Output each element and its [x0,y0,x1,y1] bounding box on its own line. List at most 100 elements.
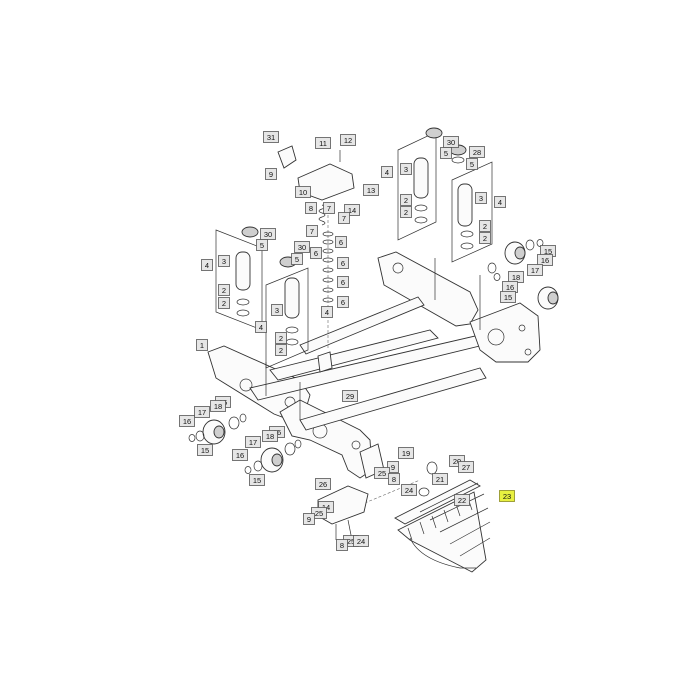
callout-5[interactable]: 5 [256,239,268,251]
callout-8[interactable]: 8 [336,539,348,551]
callout-7[interactable]: 7 [306,225,318,237]
callout-label: 10 [299,188,307,197]
callout-label: 17 [198,408,206,417]
callout-label: 24 [405,486,413,495]
callout-16[interactable]: 16 [179,415,195,427]
callout-4[interactable]: 4 [321,306,333,318]
callout-18[interactable]: 18 [210,400,226,412]
callout-30[interactable]: 30 [294,241,310,253]
callout-3[interactable]: 3 [271,304,283,316]
callout-3[interactable]: 3 [218,255,230,267]
callout-11[interactable]: 11 [315,137,331,149]
callout-15[interactable]: 15 [249,474,265,486]
callout-9[interactable]: 9 [387,461,399,473]
callout-2[interactable]: 2 [400,194,412,206]
callout-12[interactable]: 12 [340,134,356,146]
callout-box [256,239,268,251]
callout-2[interactable]: 2 [218,284,230,296]
callout-box [305,202,317,214]
callout-27[interactable]: 27 [458,461,474,473]
callout-8[interactable]: 8 [388,473,400,485]
callout-box [400,194,412,206]
callout-label: 2 [279,334,283,343]
callout-label: 19 [402,449,410,458]
callout-7[interactable]: 7 [323,202,335,214]
callout-label: 8 [392,475,396,484]
callout-label: 6 [341,298,345,307]
callout-26[interactable]: 26 [315,478,331,490]
callout-30[interactable]: 30 [260,228,276,240]
callout-6[interactable]: 6 [337,276,349,288]
callout-2[interactable]: 2 [275,344,287,356]
callout-23[interactable]: 23 [499,490,515,502]
callout-2[interactable]: 2 [479,232,491,244]
callout-4[interactable]: 4 [255,321,267,333]
callout-5[interactable]: 5 [440,147,452,159]
callout-5[interactable]: 5 [466,158,478,170]
callout-label: 2 [483,234,487,243]
callout-7[interactable]: 7 [338,212,350,224]
callout-6[interactable]: 6 [337,257,349,269]
callout-4[interactable]: 4 [381,166,393,178]
callout-2[interactable]: 2 [400,206,412,218]
callout-box [400,163,412,175]
callout-box [311,507,327,519]
callout-24[interactable]: 24 [401,484,417,496]
callout-14[interactable]: 14 [344,204,360,216]
callout-9[interactable]: 9 [303,513,315,525]
callout-label: 15 [253,476,261,485]
callout-6[interactable]: 6 [337,296,349,308]
callout-box [494,196,506,208]
callout-15[interactable]: 15 [197,444,213,456]
callout-label: 29 [346,392,354,401]
callout-30[interactable]: 30 [443,136,459,148]
callout-31[interactable]: 31 [263,131,279,143]
callout-box [500,291,516,303]
callout-5[interactable]: 5 [291,253,303,265]
callout-box [291,253,303,265]
callout-label: 1 [200,341,204,350]
callout-24[interactable]: 24 [353,535,369,547]
callout-2[interactable]: 2 [218,297,230,309]
callout-label: 2 [404,196,408,205]
callout-16[interactable]: 16 [502,281,518,293]
callout-9[interactable]: 9 [265,168,277,180]
callout-18[interactable]: 18 [508,271,524,283]
callout-25[interactable]: 25 [374,467,390,479]
callout-17[interactable]: 17 [527,264,543,276]
callout-28[interactable]: 28 [469,146,485,158]
callout-29[interactable]: 29 [342,390,358,402]
callout-2[interactable]: 2 [479,220,491,232]
callout-box [201,259,213,271]
callout-22[interactable]: 22 [454,494,470,506]
callout-16[interactable]: 16 [537,254,553,266]
callout-box [262,430,278,442]
callout-6[interactable]: 6 [310,247,322,259]
callout-4[interactable]: 4 [201,259,213,271]
callout-box [363,184,379,196]
callout-6[interactable]: 6 [335,236,347,248]
callout-16[interactable]: 16 [232,449,248,461]
callout-box [398,447,414,459]
callout-18[interactable]: 18 [262,430,278,442]
callout-label: 22 [458,496,466,505]
callout-2[interactable]: 2 [275,332,287,344]
callout-8[interactable]: 8 [305,202,317,214]
callout-3[interactable]: 3 [475,192,487,204]
callout-17[interactable]: 17 [245,436,261,448]
callout-17[interactable]: 17 [194,406,210,418]
callout-21[interactable]: 21 [432,473,448,485]
callout-25[interactable]: 25 [311,507,327,519]
callout-3[interactable]: 3 [400,163,412,175]
callout-label: 25 [315,509,323,518]
callout-1[interactable]: 1 [196,339,208,351]
callout-label: 3 [479,194,483,203]
callout-4[interactable]: 4 [494,196,506,208]
callout-15[interactable]: 15 [500,291,516,303]
callout-label: 18 [266,432,274,441]
callout-box [381,166,393,178]
callout-20[interactable]: 20 [449,455,465,467]
callout-13[interactable]: 13 [363,184,379,196]
callout-10[interactable]: 10 [295,186,311,198]
callout-19[interactable]: 19 [398,447,414,459]
